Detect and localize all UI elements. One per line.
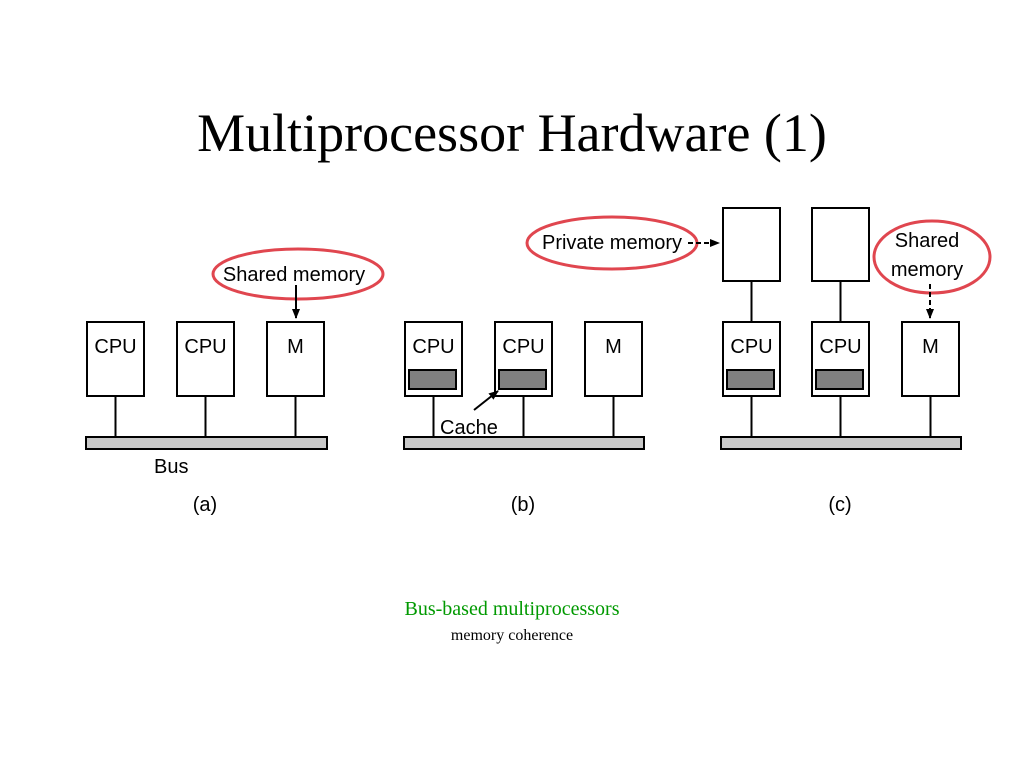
shared-memory-callout-c-line2: memory: [891, 259, 963, 281]
bus-c: [720, 436, 962, 450]
highlight-ring: [211, 247, 385, 301]
cache-callout: Cache: [440, 390, 499, 439]
cpu-c1: CPU: [722, 321, 781, 437]
cpu-c1-label: CPU: [730, 336, 772, 358]
cache-block: [726, 369, 775, 390]
cache-block: [498, 369, 547, 390]
private-memory-callout: Private memory: [525, 215, 720, 271]
memory-c: M: [901, 321, 960, 437]
cpu-a1: CPU: [86, 321, 145, 437]
caption-main: Bus-based multiprocessors: [404, 598, 620, 620]
diagram-c: CPU CPU M Private memory Shared memory (…: [525, 207, 992, 516]
private-memory-2: [811, 207, 870, 322]
cpu-b1: CPU: [404, 321, 463, 437]
cpu-a1-label: CPU: [94, 336, 136, 358]
diagram-b: CPU CPU M Cache (b): [403, 321, 645, 516]
bus-a: [85, 436, 328, 450]
cpu-a2-label: CPU: [184, 336, 226, 358]
shared-memory-callout-c: Shared memory: [872, 219, 992, 319]
memory-b-label: M: [605, 336, 622, 358]
memory-a: M: [266, 321, 325, 437]
memory-a-label: M: [287, 336, 304, 358]
diagram-a: CPU CPU M Shared memory Bus (a): [85, 247, 385, 516]
caption-sub: memory coherence: [450, 627, 574, 644]
slide-title: Multiprocessor Hardware (1): [197, 103, 827, 163]
shared-memory-callout-c-line1: Shared: [895, 230, 960, 252]
cpu-a2: CPU: [176, 321, 235, 437]
cpu-b2: CPU: [494, 321, 553, 437]
bus-label: Bus: [154, 456, 188, 478]
cpu-b2-label: CPU: [502, 336, 544, 358]
cpu-b1-label: CPU: [412, 336, 454, 358]
cache-block: [815, 369, 864, 390]
diagram-a-label: (a): [193, 494, 217, 516]
diagram-b-label: (b): [511, 494, 535, 516]
cache-block: [408, 369, 457, 390]
memory-b: M: [584, 321, 643, 437]
bus-multiprocessor-diagram: CPU CPU M Shared memory Bus (a) CPU: [85, 207, 992, 516]
cpu-c2-label: CPU: [819, 336, 861, 358]
shared-memory-callout-a-label: Shared memory: [223, 264, 365, 286]
private-memory-1: [722, 207, 781, 322]
memory-c-label: M: [922, 336, 939, 358]
cpu-c2: CPU: [811, 321, 870, 437]
shared-memory-callout-a: Shared memory: [211, 247, 385, 319]
diagram-c-label: (c): [828, 494, 851, 516]
cache-arrow: [473, 390, 499, 411]
highlight-ring: [872, 219, 992, 295]
cache-label: Cache: [440, 417, 498, 439]
private-memory-callout-label: Private memory: [542, 232, 682, 254]
